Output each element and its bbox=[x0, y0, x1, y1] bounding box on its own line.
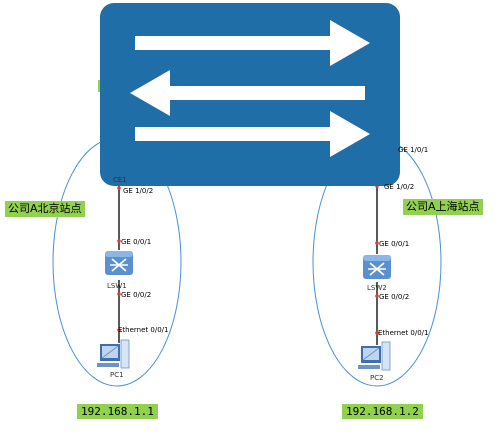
pc1-port-label: Ethernet 0/0/1 bbox=[118, 326, 169, 334]
pc-icon[interactable] bbox=[358, 341, 391, 371]
port-dot bbox=[117, 239, 121, 243]
lsw2-label: LSW2 bbox=[367, 284, 387, 292]
port-dot bbox=[117, 186, 121, 190]
l2-switch-icon[interactable] bbox=[105, 251, 133, 275]
lsw2-port-down-label: GE 0/0/2 bbox=[379, 293, 410, 301]
lsw2-port-up-label: GE 0/0/1 bbox=[379, 240, 410, 248]
shanghai-site-label: 公司A上海站点 bbox=[403, 199, 483, 215]
lsw1-label: LSW1 bbox=[107, 282, 127, 290]
port-dot bbox=[117, 292, 121, 296]
pc1-label: PC1 bbox=[110, 371, 124, 379]
ce2-port-label: GE 1/0/2 bbox=[384, 183, 415, 191]
port-dot bbox=[375, 241, 379, 245]
ce1-port-label: GE 1/0/2 bbox=[123, 187, 154, 195]
pc2-label: PC2 bbox=[370, 374, 384, 382]
lsw1-port-down-label: GE 0/0/2 bbox=[121, 291, 152, 299]
ce2-port-top-label: GE 1/0/1 bbox=[398, 146, 429, 154]
pc-icon[interactable] bbox=[97, 339, 130, 369]
shanghai-ip-label: 192.168.1.2 bbox=[342, 404, 423, 419]
l2-switch-icon[interactable] bbox=[363, 255, 391, 279]
port-dot bbox=[117, 328, 121, 332]
beijing-ip-label: 192.168.1.1 bbox=[77, 404, 158, 419]
beijing-site-label: 公司A北京站点 bbox=[5, 201, 85, 217]
core-switch-icon[interactable] bbox=[100, 3, 400, 186]
router-ce1-label: CE1 bbox=[113, 176, 127, 184]
port-dot bbox=[375, 294, 379, 298]
port-dot bbox=[375, 331, 379, 335]
pc2-port-label: Ethernet 0/0/1 bbox=[378, 329, 429, 337]
lsw1-port-up-label: GE 0/0/1 bbox=[121, 238, 152, 246]
